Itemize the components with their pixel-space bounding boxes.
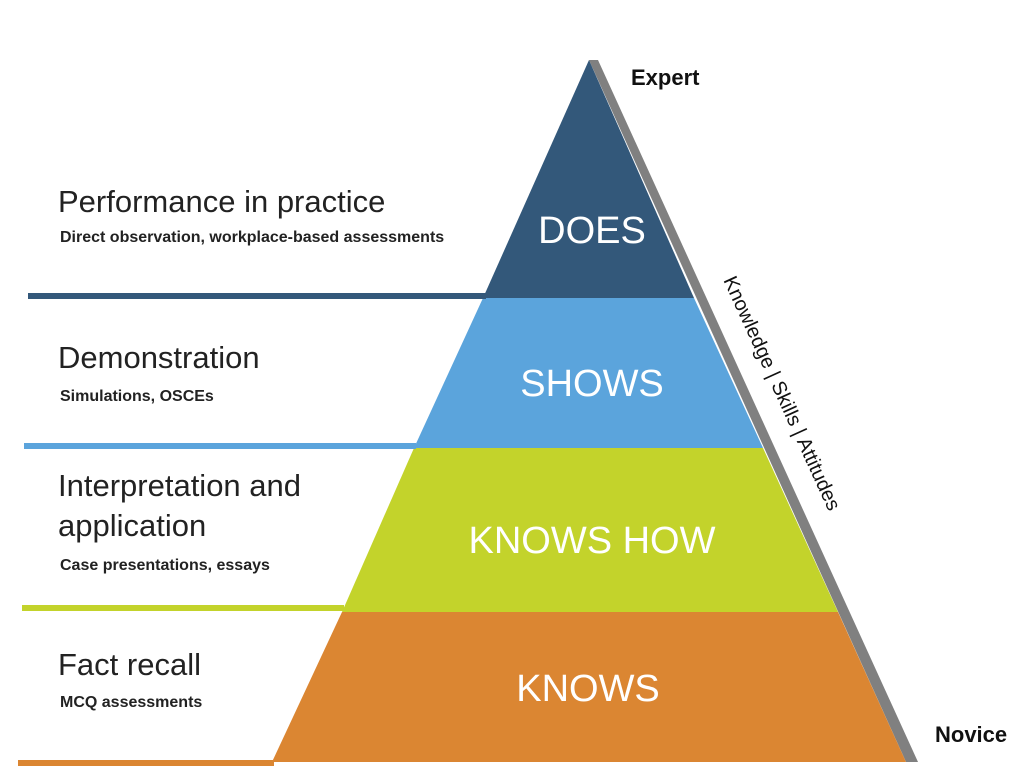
level-label-knows: KNOWS	[516, 668, 660, 710]
desc-sub-knows-how: Case presentations, essays	[60, 557, 270, 574]
separator-line-4	[18, 760, 274, 766]
separator-line-3	[22, 605, 344, 611]
pyramid-edge	[589, 60, 918, 762]
separator-line-2	[24, 443, 416, 449]
separator-line-1	[28, 293, 486, 299]
desc-title-knows-how-line1: Interpretation and	[58, 468, 302, 503]
novice-label: Novice	[935, 722, 1008, 747]
desc-title-does: Performance in practice	[58, 184, 386, 219]
level-label-knows-how: KNOWS HOW	[469, 520, 716, 562]
desc-sub-does: Direct observation, workplace-based asse…	[60, 229, 445, 246]
expert-label: Expert	[631, 65, 700, 90]
tier-knows-how	[342, 448, 838, 612]
desc-sub-knows: MCQ assessments	[60, 694, 203, 711]
desc-title-knows-how-line2: application	[58, 508, 207, 543]
level-label-does: DOES	[538, 210, 646, 252]
desc-title-shows: Demonstration	[58, 340, 260, 375]
desc-sub-shows: Simulations, OSCEs	[60, 388, 214, 405]
level-label-shows: SHOWS	[520, 363, 664, 405]
tier-knows	[272, 612, 906, 762]
desc-title-knows: Fact recall	[58, 647, 201, 682]
tier-does	[483, 60, 694, 298]
tier-shows	[414, 298, 763, 448]
